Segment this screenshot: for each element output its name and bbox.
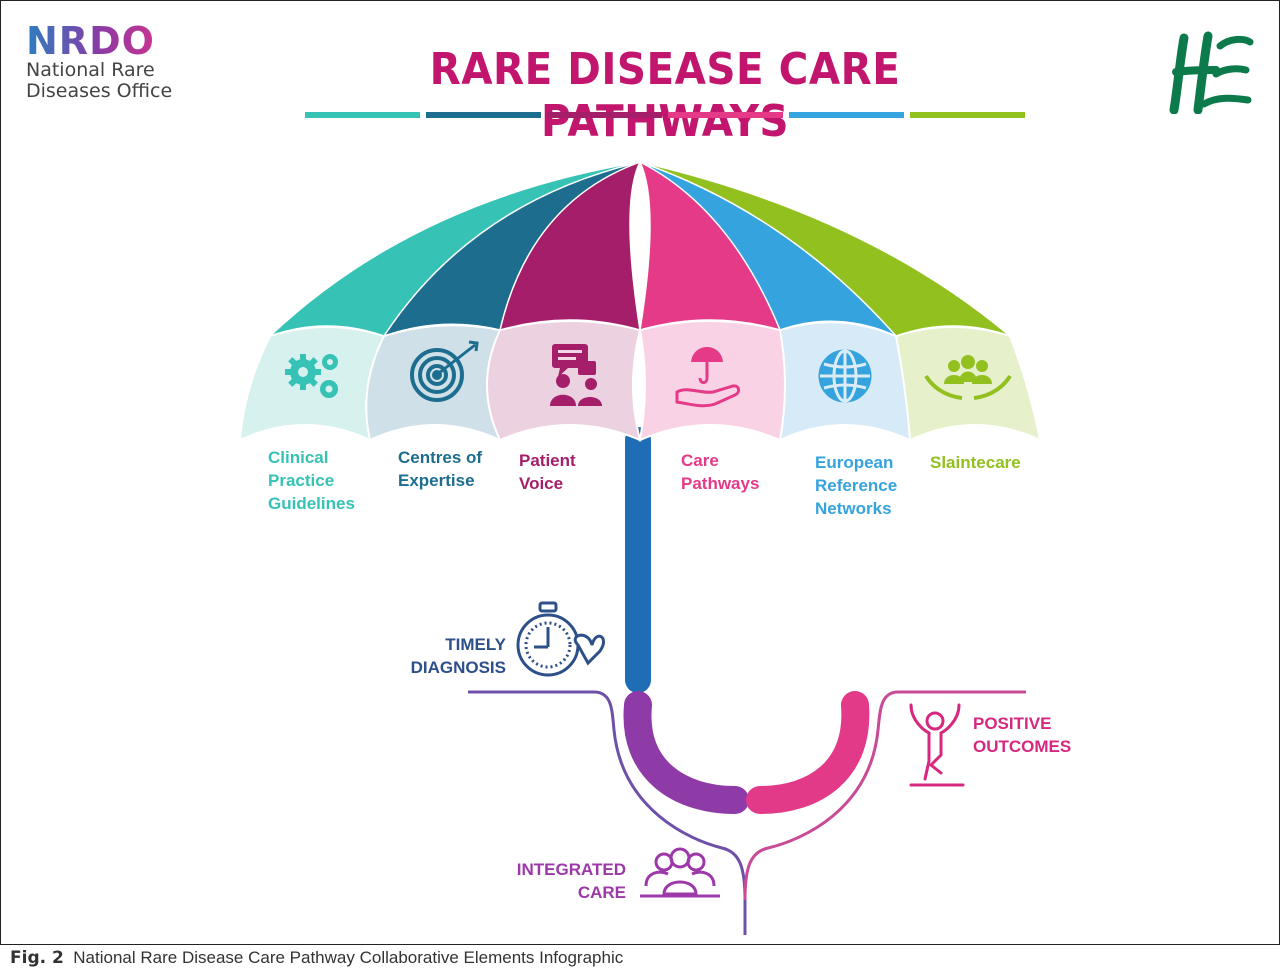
label-integrated-care: INTEGRATED CARE [500,858,626,904]
canopy-lower-panel [638,320,791,442]
gears-icon [285,354,338,398]
label-care-pathways: Care Pathways [681,449,759,495]
label-line: POSITIVE [973,714,1052,733]
label-line: TIMELY [445,635,506,654]
gear-tooth [300,382,306,390]
label-line: Practice [268,471,335,490]
figure-caption: Fig. 2 National Rare Disease Care Pathwa… [10,948,623,968]
label-line: Centres of [398,448,483,467]
label-line: Patient [519,451,576,470]
label-line: DIAGNOSIS [410,658,506,677]
label-line: Clinical [268,448,329,467]
gear-tooth [285,369,293,375]
label-line: INTEGRATED [516,860,626,879]
gear-tooth [307,376,318,387]
hse-logo [1168,30,1254,119]
label-line: Voice [519,474,564,493]
umbrella-canopy [238,160,1042,442]
label-european-reference-networks: European Reference Networks [815,451,897,520]
nrdo-line2: Diseases Office [26,80,173,102]
underline-bar [668,112,783,118]
nrdo-acronym: NRDO [26,22,172,60]
label-line: OUTCOMES [973,737,1072,756]
timely-outline [468,690,747,935]
figure-frame [0,0,1280,945]
group-people-icon [640,847,720,898]
label-line: Guidelines [268,494,355,513]
canopy-panel [639,161,1011,337]
label-clinical-practice-guidelines: Clinical Practice Guidelines [268,446,355,515]
stopwatch-heart-icon [516,601,606,677]
label-line: CARE [577,883,626,902]
label-slaintecare: Slaintecare [930,451,1021,474]
segment-icons [285,340,1012,408]
globe-icon [818,349,872,403]
caption-figure-number: Fig. 2 [10,948,64,968]
hands-people-icon [924,355,1012,400]
title-underline [305,112,1025,118]
underline-bar [547,112,662,118]
label-line: Slaintecare [930,453,1021,472]
gear-tooth [307,357,318,368]
nrdo-logo: NRDO National Rare Diseases Office [26,22,172,102]
label-line: Pathways [681,474,760,493]
underline-bar [305,112,420,118]
label-centres-of-expertise: Centres of Expertise [398,446,482,492]
gear-tooth [300,354,306,362]
gear-tooth [313,369,321,375]
speech-people-icon [550,344,602,406]
label-line: Care [681,451,719,470]
underline-bar [789,112,904,118]
gear-tooth [288,376,299,387]
gear-tooth [288,357,299,368]
person-celebrate-icon [909,703,965,787]
umbrella-hand-icon [675,347,741,408]
label-patient-voice: Patient Voice [519,449,576,495]
handle-left-curve [623,691,749,814]
canopy-lower-panel [894,326,1042,442]
handle-right-curve [746,691,870,814]
nrdo-line1: National Rare [26,59,155,81]
label-line: Networks [815,499,892,518]
caption-text: National Rare Disease Care Pathway Colla… [73,948,624,967]
label-line: Expertise [398,471,475,490]
label-timely-diagnosis: TIMELY DIAGNOSIS [400,633,506,679]
underline-bar [426,112,541,118]
canopy-panel [498,160,642,332]
page-title: RARE DISEASE CARE PATHWAYS [429,44,901,147]
label-positive-outcomes: POSITIVE OUTCOMES [973,712,1071,758]
underline-bar [910,112,1025,118]
positive-outline [743,690,1026,901]
label-line: European [815,453,894,472]
label-line: Reference [815,476,898,495]
target-icon [410,340,479,402]
